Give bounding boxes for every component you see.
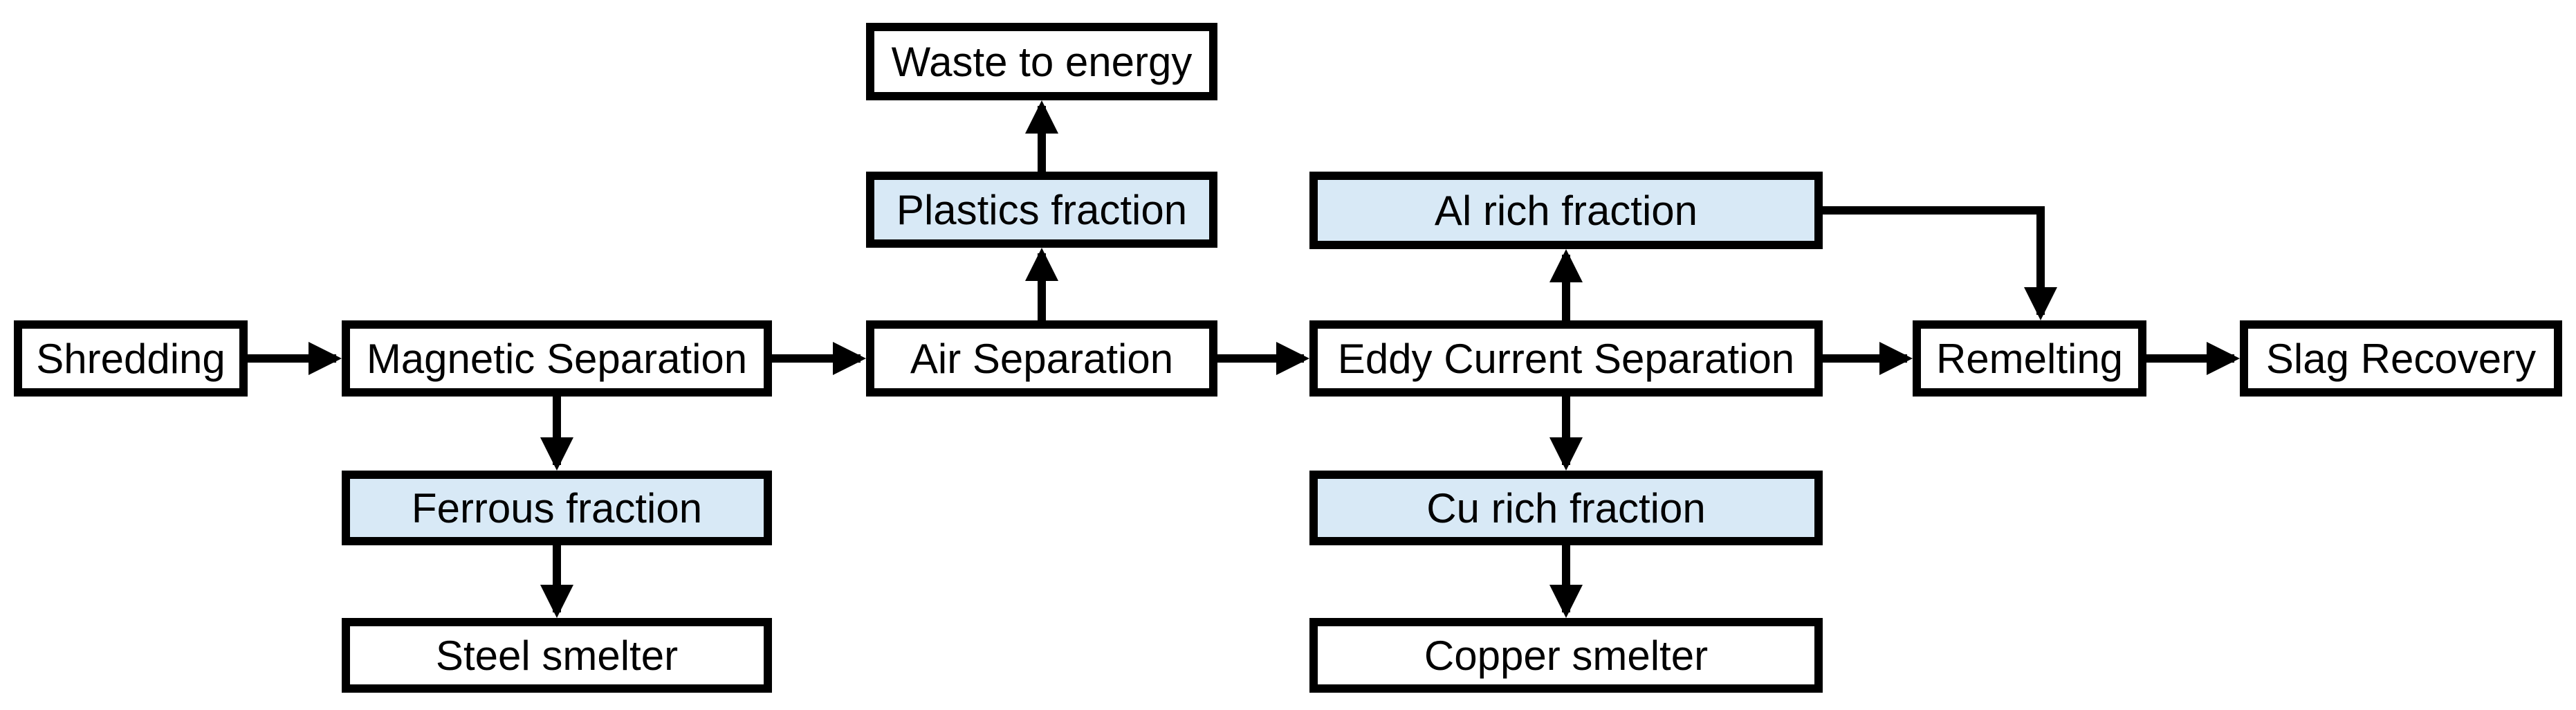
node-label-steel-smelter: Steel smelter — [435, 632, 679, 679]
node-eddy-current-separation: Eddy Current Separation — [1309, 320, 1823, 397]
node-label-ferrous-fraction: Ferrous fraction — [411, 484, 703, 531]
node-shredding: Shredding — [14, 320, 248, 397]
node-label-air-separation: Air Separation — [910, 335, 1174, 382]
node-remelting: Remelting — [1913, 320, 2146, 397]
node-label-shredding: Shredding — [36, 335, 226, 382]
node-al-rich-fraction: Al rich fraction — [1309, 172, 1823, 249]
node-label-magnetic-separation: Magnetic Separation — [366, 335, 748, 382]
node-label-cu-rich-fraction: Cu rich fraction — [1426, 484, 1706, 531]
node-plastics-fraction: Plastics fraction — [866, 172, 1217, 248]
node-label-eddy-current-separation: Eddy Current Separation — [1337, 335, 1795, 382]
node-slag-recovery: Slag Recovery — [2240, 320, 2562, 397]
node-cu-rich-fraction: Cu rich fraction — [1309, 471, 1823, 545]
node-steel-smelter: Steel smelter — [342, 618, 772, 693]
node-air-separation: Air Separation — [866, 320, 1217, 397]
arrow-alrich-to-remelting-elbow — [1821, 206, 2057, 320]
node-ferrous-fraction: Ferrous fraction — [342, 471, 772, 545]
node-label-slag-recovery: Slag Recovery — [2265, 335, 2537, 382]
node-magnetic-separation: Magnetic Separation — [342, 320, 772, 397]
node-label-copper-smelter: Copper smelter — [1424, 632, 1709, 679]
node-label-remelting: Remelting — [1935, 335, 2124, 382]
node-label-al-rich-fraction: Al rich fraction — [1434, 187, 1698, 234]
node-label-plastics-fraction: Plastics fraction — [896, 186, 1188, 233]
node-waste-to-energy: Waste to energy — [866, 23, 1217, 100]
node-label-waste-to-energy: Waste to energy — [891, 38, 1193, 85]
node-copper-smelter: Copper smelter — [1309, 618, 1823, 693]
